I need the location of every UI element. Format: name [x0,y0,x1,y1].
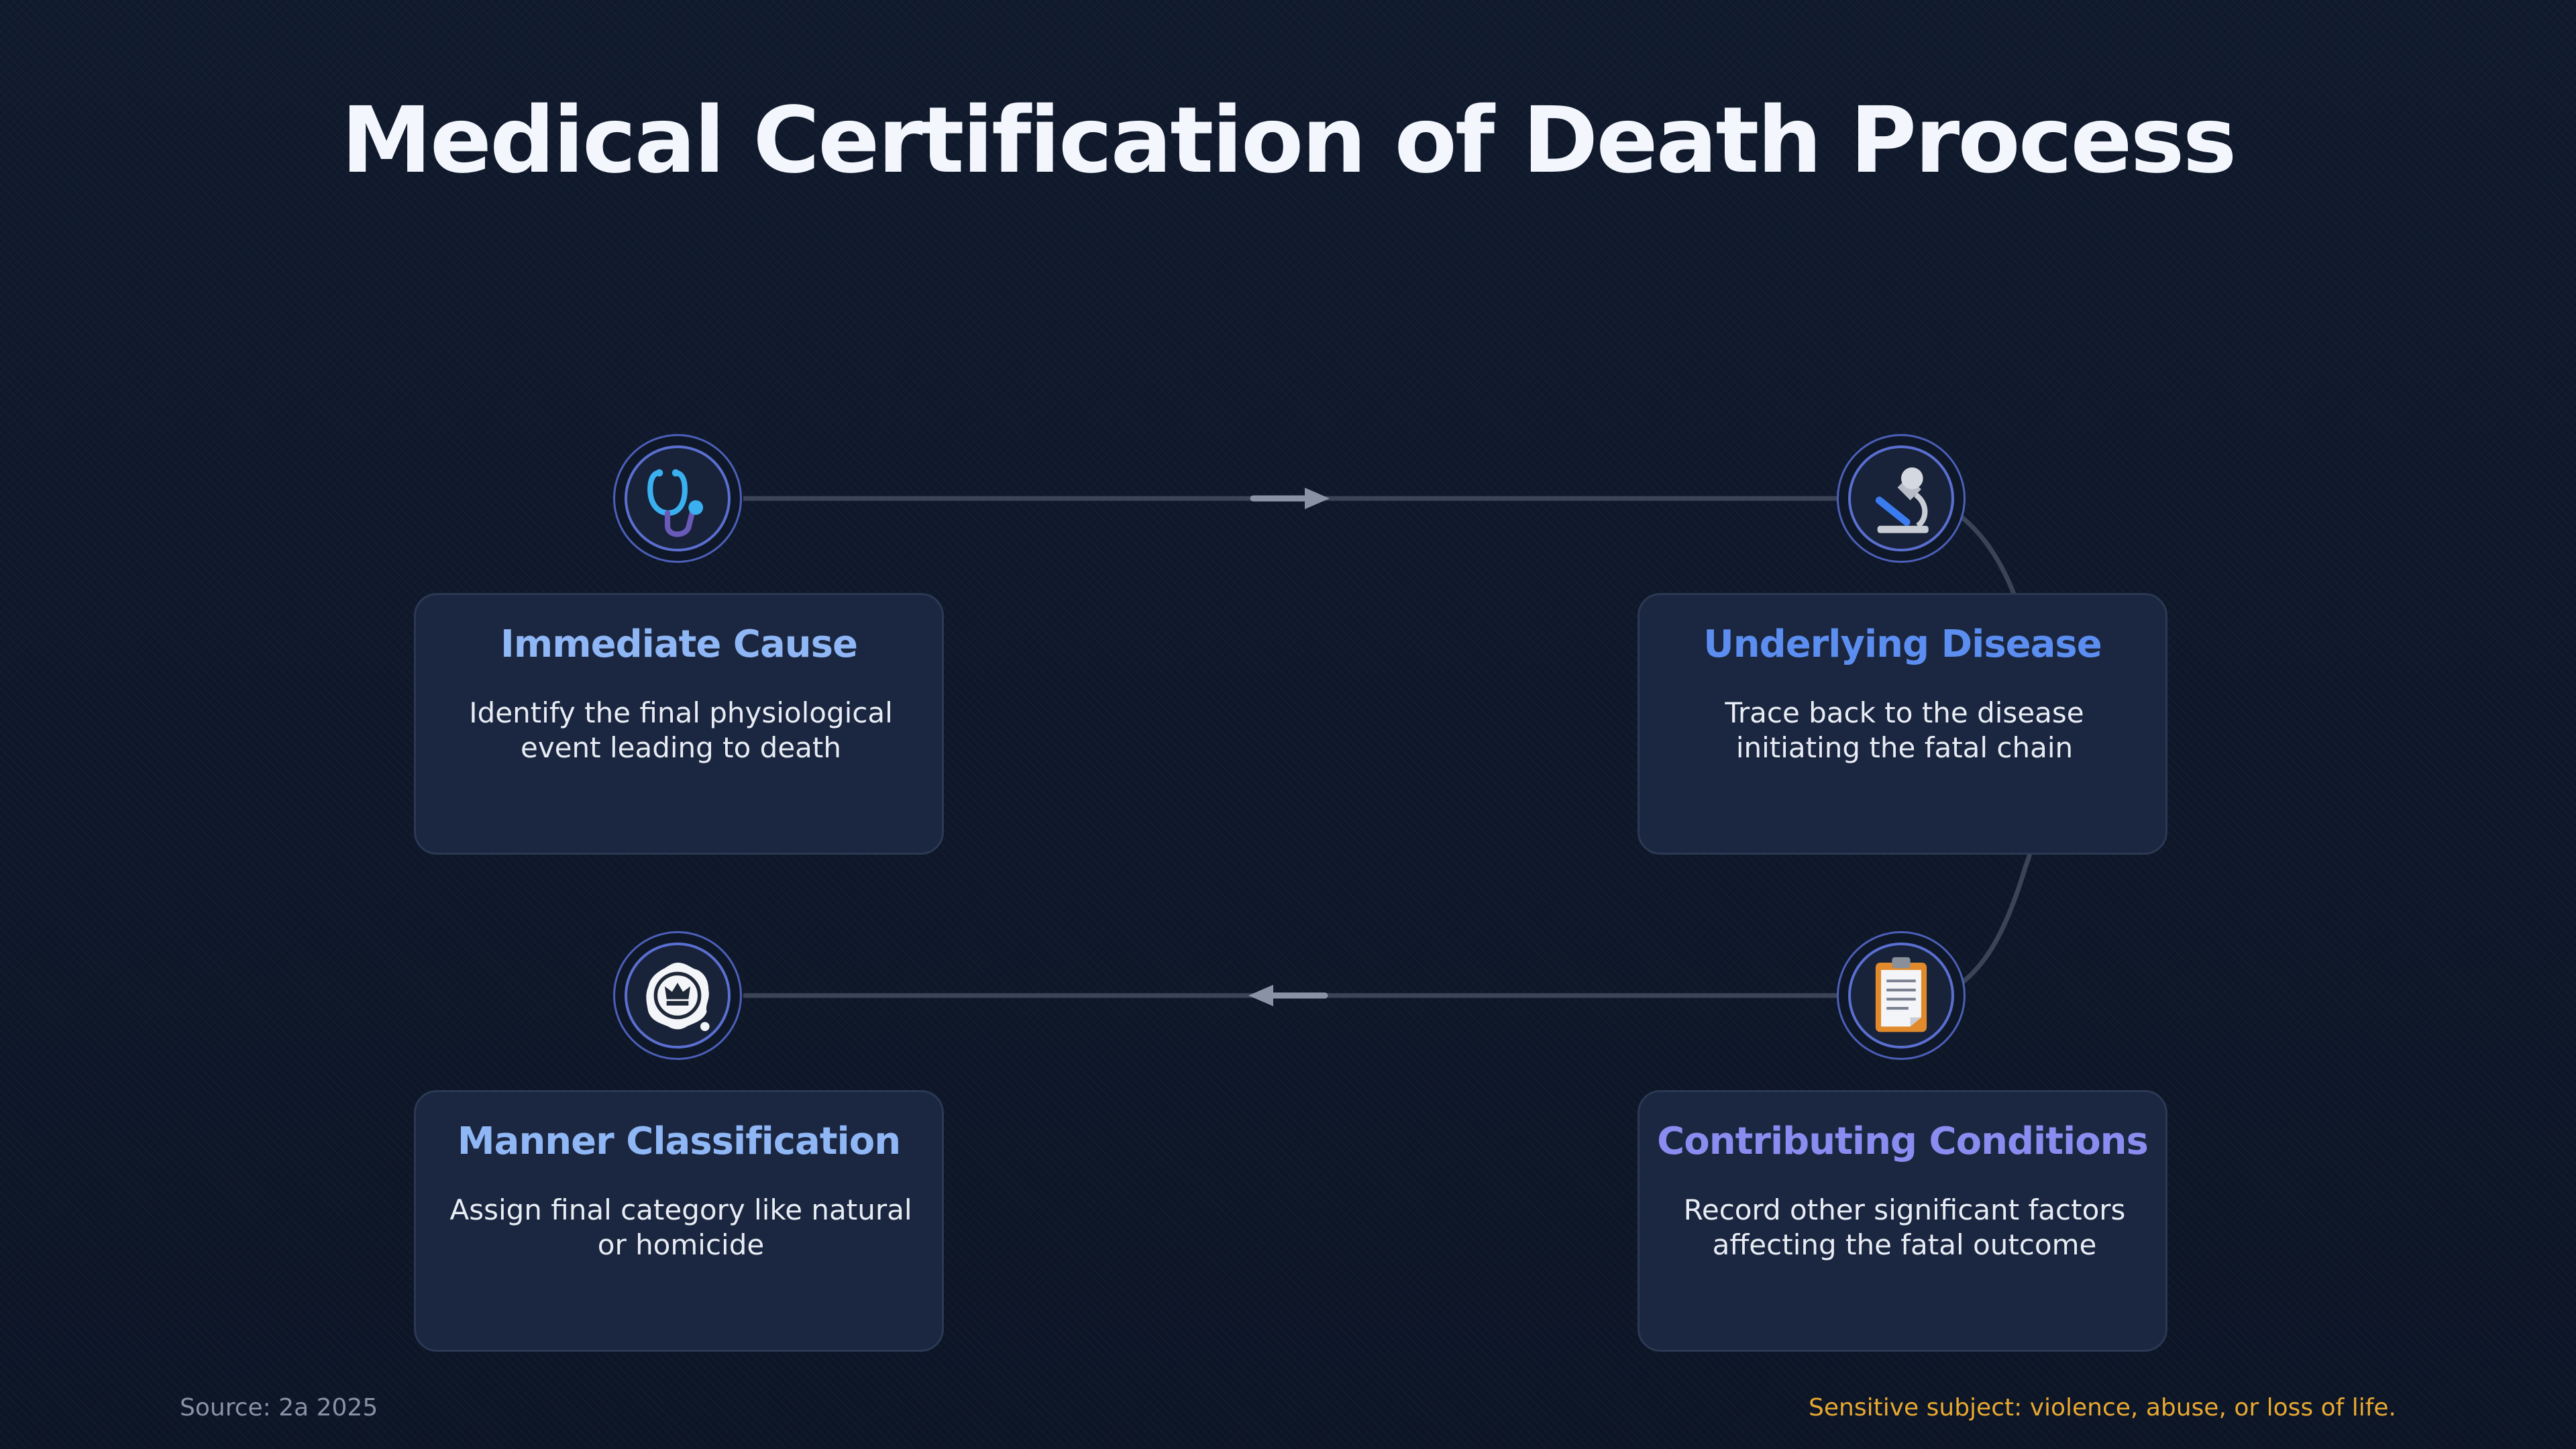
underlying-disease-icon-badge [1837,434,1966,563]
page-title: Medical Certification of Death Process [341,88,2237,194]
contributing-conditions-icon-badge [1837,931,1966,1060]
stethoscope-icon [647,469,704,537]
microscope-icon [1875,467,1929,533]
official-seal-icon [646,963,710,1032]
step-description: Record other significant factors affecti… [1683,1193,2126,1261]
source-note: Source: 2a 2025 [180,1394,378,1421]
step-description: Assign final category like natural or ho… [449,1193,912,1261]
clipboard-icon [1875,957,1927,1032]
step-card-immediate-cause: Immediate Cause Identify the final physi… [414,593,944,855]
manner-classification-icon-badge [613,931,742,1060]
step-title: Underlying Disease [1703,623,2102,666]
arrow-right [1250,488,1330,509]
immediate-cause-icon-badge [613,434,742,563]
sensitive-content-warning: Sensitive subject: violence, abuse, or l… [1809,1394,2396,1421]
step-description: Trace back to the disease initiating the… [1725,696,2084,764]
step-title: Manner Classification [457,1120,901,1163]
step-card-manner-classification: Manner Classification Assign final categ… [414,1090,944,1352]
arrow-left [1248,985,1328,1006]
step-title: Contributing Conditions [1657,1120,2149,1163]
step-card-underlying-disease: Underlying Disease Trace back to the dis… [1638,593,2167,855]
step-description: Identify the final physiological event l… [469,696,893,764]
step-title: Immediate Cause [500,623,858,666]
step-card-contributing-conditions: Contributing Conditions Record other sig… [1638,1090,2167,1352]
